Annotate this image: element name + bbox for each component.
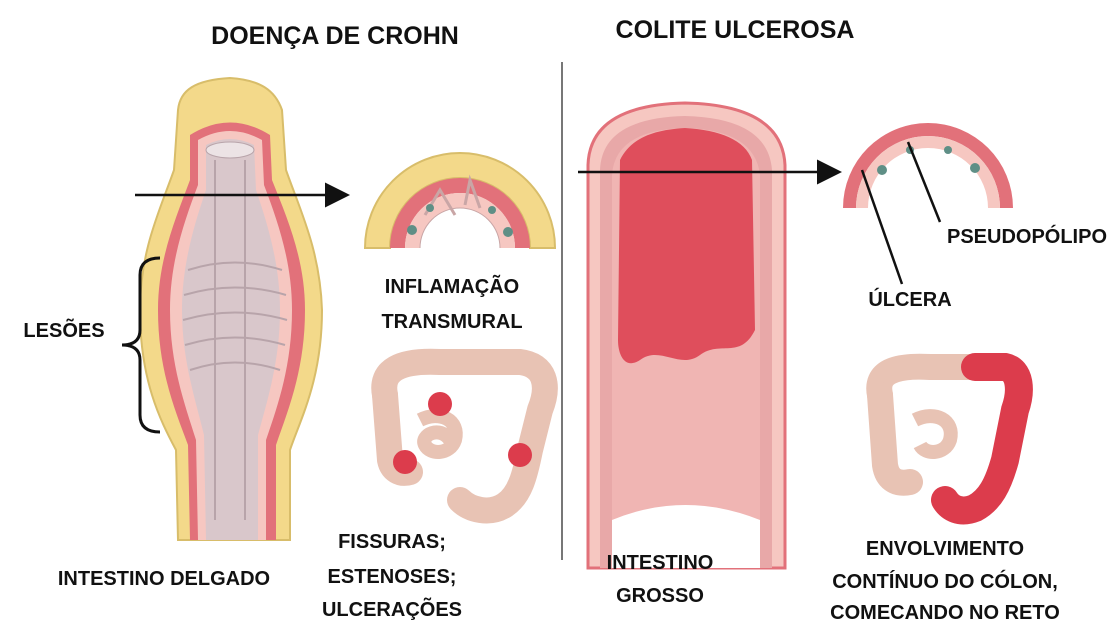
involvement-label-line3: COMECANDO NO RETO [830,602,1060,624]
involvement-label-line1: ENVOLVIMENTO [866,538,1024,560]
lesions-label: LESÕES [23,318,104,342]
colitis-colon-illustration [879,367,1019,511]
large-intestine-label-line2: GROSSO [616,585,704,607]
crohn-findings-line1: FISSURAS; [338,531,446,553]
crohn-findings-line2: ESTENOSES; [328,566,457,588]
ulcer-label: ÚLCERA [868,287,951,311]
transmural-label-line1: INFLAMAÇÃO [385,275,519,298]
colitis-title: COLITE ULCEROSA [616,16,855,44]
transmural-cross-section [365,153,555,248]
crohn-title: DOENÇA DE CROHN [211,22,459,50]
crohn-findings-line3: ULCERAÇÕES [322,597,462,621]
small-intestine-label: INTESTINO DELGADO [58,568,270,590]
pseudopolyp-pointer [908,142,940,222]
ulcer-pointer [862,170,902,284]
small-intestine-illustration [140,78,322,540]
transmural-label-line2: TRANSMURAL [381,311,522,333]
pseudopolyp-label: PSEUDOPÓLIPO [947,224,1107,248]
crohn-colon-illustration [384,362,545,511]
involvement-label-line2: CONTÍNUO DO CÓLON, [832,569,1058,593]
large-intestine-label-line1: INTESTINO [607,552,714,574]
